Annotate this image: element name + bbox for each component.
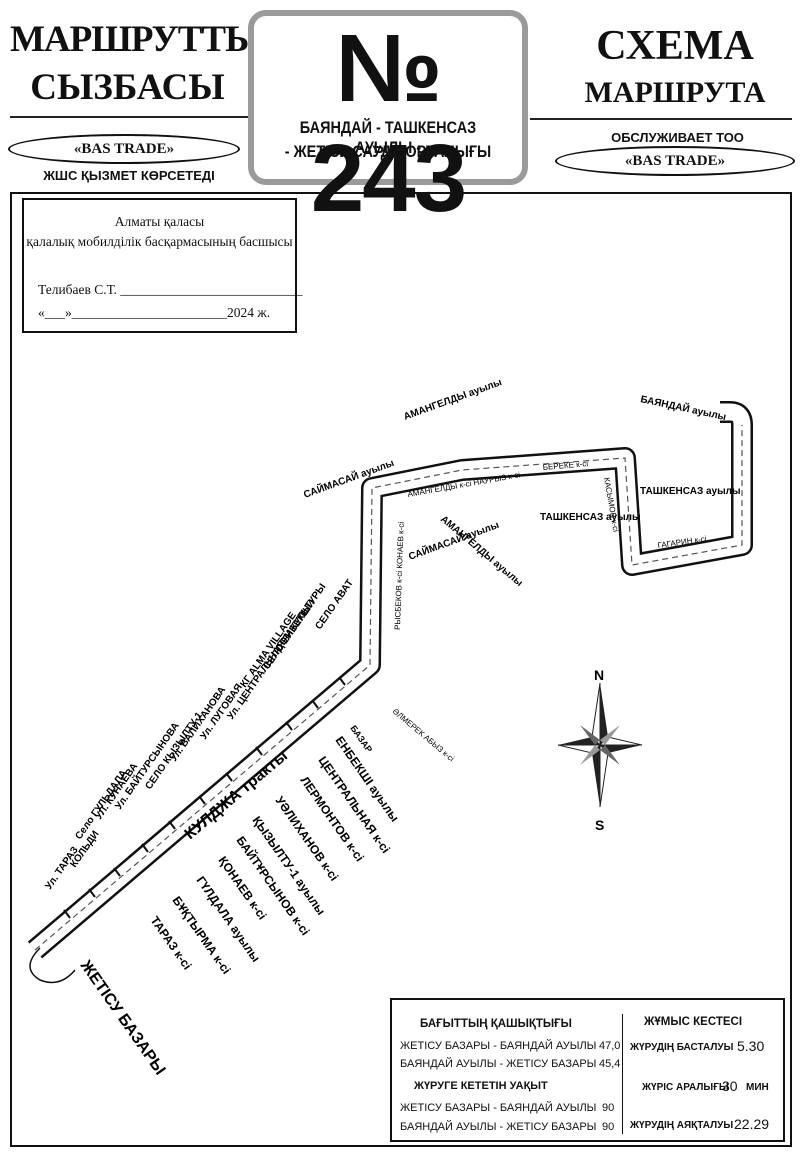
route-number: № 243 bbox=[310, 15, 467, 232]
start-value: 5.30 bbox=[737, 1038, 765, 1054]
compass-south: S bbox=[595, 817, 604, 833]
compass-rose-icon bbox=[557, 682, 643, 808]
approval-line4: «___»_______________________2024 ж. bbox=[38, 305, 271, 320]
time-title: ЖҮРУГЕ КЕТЕТІН УАҚЫТ bbox=[414, 1080, 548, 1092]
stop-label: ТАШКЕНСАЗ ауылы bbox=[540, 512, 641, 523]
left-company-oval: «BAS TRADE» bbox=[8, 134, 240, 164]
distance-row-label: ЖЕТІСУ БАЗАРЫ - БАЯНДАЙ АУЫЛЫ bbox=[400, 1040, 597, 1052]
schedule-title: ЖҰМЫС КЕСТЕСІ bbox=[644, 1016, 743, 1028]
start-label: ЖҮРУДІҢ БАСТАЛУЫ bbox=[630, 1042, 734, 1053]
time-row-label: ЖЕТІСУ БАЗАРЫ - БАЯНДАЙ АУЫЛЫ bbox=[400, 1102, 597, 1114]
highway-label: КУЛДЖА тракты bbox=[182, 747, 291, 843]
header-rule-right bbox=[530, 118, 792, 120]
route-name-line2: - ЖЕТІСУ САУДА ОРТАЛЫҒЫ bbox=[284, 142, 492, 161]
info-divider bbox=[622, 1014, 623, 1134]
terminal-label: ЖЕТІСУ БАЗАРЫ bbox=[76, 957, 168, 1079]
right-company-oval: «BAS TRADE» bbox=[555, 146, 795, 176]
time-row-label: БАЯНДАЙ АУЫЛЫ - ЖЕТІСУ БАЗАРЫ bbox=[400, 1121, 597, 1133]
stop-label: АМАНГЕЛДЫ ауылы bbox=[402, 377, 503, 423]
left-title-line1: МАРШРУТТЫҢ bbox=[10, 19, 289, 60]
street-label: РЫСБЕКОВ к-сі КОНАЕВ к-сі bbox=[393, 522, 406, 631]
interval-value: 30 bbox=[722, 1078, 738, 1094]
map-frame bbox=[10, 192, 792, 1147]
compass-north: N bbox=[594, 667, 604, 683]
approval-line1: Алматы қаласы bbox=[114, 214, 205, 229]
time-row-value: 90 bbox=[602, 1121, 615, 1133]
stop-label: КГ ALMA VILLAGE bbox=[238, 610, 298, 690]
distance-row-value: 47,0 bbox=[599, 1040, 621, 1052]
end-label: ЖҮРУДІҢ АЯҚТАЛУЫ bbox=[630, 1120, 734, 1131]
route-name-line1: БАЯНДАЙ - ТАШКЕНСАЗ АУЫЛЫ - bbox=[299, 118, 477, 157]
right-title-line1: СХЕМА bbox=[596, 23, 754, 69]
approval-line3: Телибаев С.Т. __________________________… bbox=[38, 282, 303, 297]
distance-title: БАҒЫТТЫҢ ҚАШЫҚТЫҒЫ bbox=[420, 1018, 572, 1030]
distance-row-label: БАЯНДАЙ АУЫЛЫ - ЖЕТІСУ БАЗАРЫ bbox=[400, 1058, 597, 1070]
route-number-box bbox=[248, 10, 528, 185]
left-company-name: «BAS TRADE» bbox=[73, 141, 175, 157]
right-service-text: ОБСЛУЖИВАЕТ ТОО bbox=[611, 130, 744, 145]
right-title-line2: МАРШРУТА bbox=[584, 76, 766, 109]
street-label: БЕРЕКЕ к-сі bbox=[542, 459, 588, 472]
approval-line2: қалалық мобилділік басқармасының басшысы bbox=[26, 234, 293, 249]
approval-box: Алматы қаласы қалалық мобилділік басқарм… bbox=[22, 198, 303, 333]
header-rule-left bbox=[10, 116, 248, 118]
stop-label: ТАШКЕНСАЗ ауылы bbox=[640, 486, 741, 497]
interval-unit: МИН bbox=[746, 1082, 769, 1093]
right-company-name: «BAS TRADE» bbox=[624, 153, 726, 169]
route-info-panel: БАҒЫТТЫҢ ҚАШЫҚТЫҒЫ ЖЕТІСУ БАЗАРЫ - БАЯНД… bbox=[390, 998, 785, 1142]
stop-label: ГҮЛДАЛА ауылы bbox=[194, 874, 263, 965]
end-value: 22.29 bbox=[734, 1116, 770, 1132]
left-title-line2: СЫЗБАСЫ bbox=[30, 67, 225, 108]
street-labels: АМАНГЕЛДЫ к-сі НАУРЫЗ к-сі БЕРЕКЕ к-сі К… bbox=[391, 459, 708, 763]
distance-row-value: 45,4 bbox=[599, 1058, 621, 1070]
time-row-value: 90 bbox=[602, 1102, 615, 1114]
interval-label: ЖҮРІС АРАЛЫҒЫ bbox=[642, 1082, 729, 1093]
stop-label: Ул. БАЙТУРСЫНОВА bbox=[112, 720, 182, 812]
stop-label: БАЯНДАЙ ауылы bbox=[639, 392, 727, 423]
street-label: ӘЛМЕРЕК АБЫЗ к-сі bbox=[391, 707, 456, 764]
route-road bbox=[27, 401, 753, 984]
left-service-text: ЖШС ҚЫЗМЕТ КӨРСЕТЕДІ bbox=[43, 168, 215, 183]
